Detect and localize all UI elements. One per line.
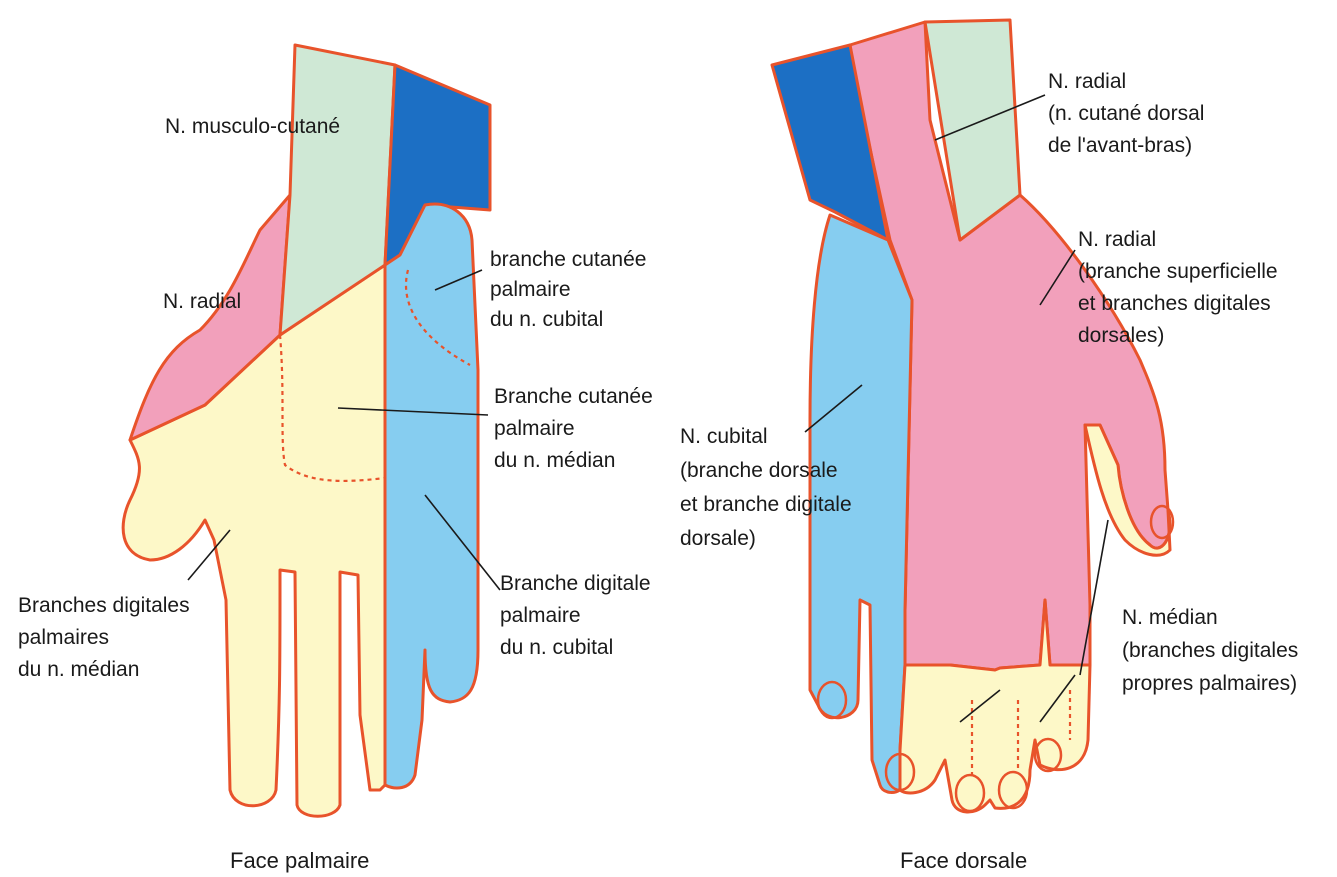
label-median-cutaneous: Branche cutanée palmaire du n. médian: [494, 385, 659, 472]
label-line: Branches digitales: [18, 594, 190, 617]
label-line: Branche cutanée: [494, 385, 653, 408]
label-line: du n. médian: [494, 449, 615, 472]
label-cubital-cutaneous: branche cutanée palmaire du n. cubital: [490, 248, 652, 331]
palmar-hand: [123, 45, 490, 816]
label-line: Branche digitale: [500, 572, 651, 595]
label-line: palmaire: [494, 417, 575, 440]
label-line: du n. médian: [18, 658, 139, 681]
caption-face-dorsale: Face dorsale: [900, 848, 1027, 873]
label-radial-forearm: N. radial (n. cutané dorsal de l'avant-b…: [1048, 70, 1210, 157]
label-line: de l'avant-bras): [1048, 134, 1192, 157]
label-line: N. radial: [163, 290, 241, 313]
label-radial-palmar: N. radial: [163, 290, 241, 313]
label-cubital-digital: Branche digitale palmaire du n. cubital: [500, 572, 656, 659]
label-radial-superficial: N. radial (branche superficielle et bran…: [1078, 228, 1283, 347]
label-median-dorsal: N. médian (branches digitales propres pa…: [1122, 606, 1304, 695]
label-line: (n. cutané dorsal: [1048, 102, 1204, 125]
label-line: branche cutanée: [490, 248, 646, 271]
label-line: palmaire: [490, 278, 571, 301]
label-line: N. musculo-cutané: [165, 115, 340, 138]
label-line: (branche dorsale: [680, 459, 838, 482]
label-line: et branches digitales: [1078, 292, 1271, 315]
label-line: (branches digitales: [1122, 639, 1298, 662]
label-line: palmaires: [18, 626, 109, 649]
palmar-ulnar-territory: [385, 204, 478, 788]
label-line: et branche digitale: [680, 493, 852, 516]
label-line: du n. cubital: [490, 308, 603, 331]
label-line: N. cubital: [680, 425, 768, 448]
label-line: N. radial: [1078, 228, 1156, 251]
caption-face-palmaire: Face palmaire: [230, 848, 369, 873]
label-line: du n. cubital: [500, 636, 613, 659]
label-musculo-cutane: N. musculo-cutané: [165, 115, 340, 138]
label-line: N. radial: [1048, 70, 1126, 93]
label-line: dorsale): [680, 527, 756, 550]
label-line: dorsales): [1078, 324, 1164, 347]
label-line: propres palmaires): [1122, 672, 1297, 695]
label-line: (branche superficielle: [1078, 260, 1278, 283]
label-median-digital: Branches digitales palmaires du n. média…: [18, 594, 195, 681]
label-line: N. médian: [1122, 606, 1218, 629]
label-line: palmaire: [500, 604, 581, 627]
